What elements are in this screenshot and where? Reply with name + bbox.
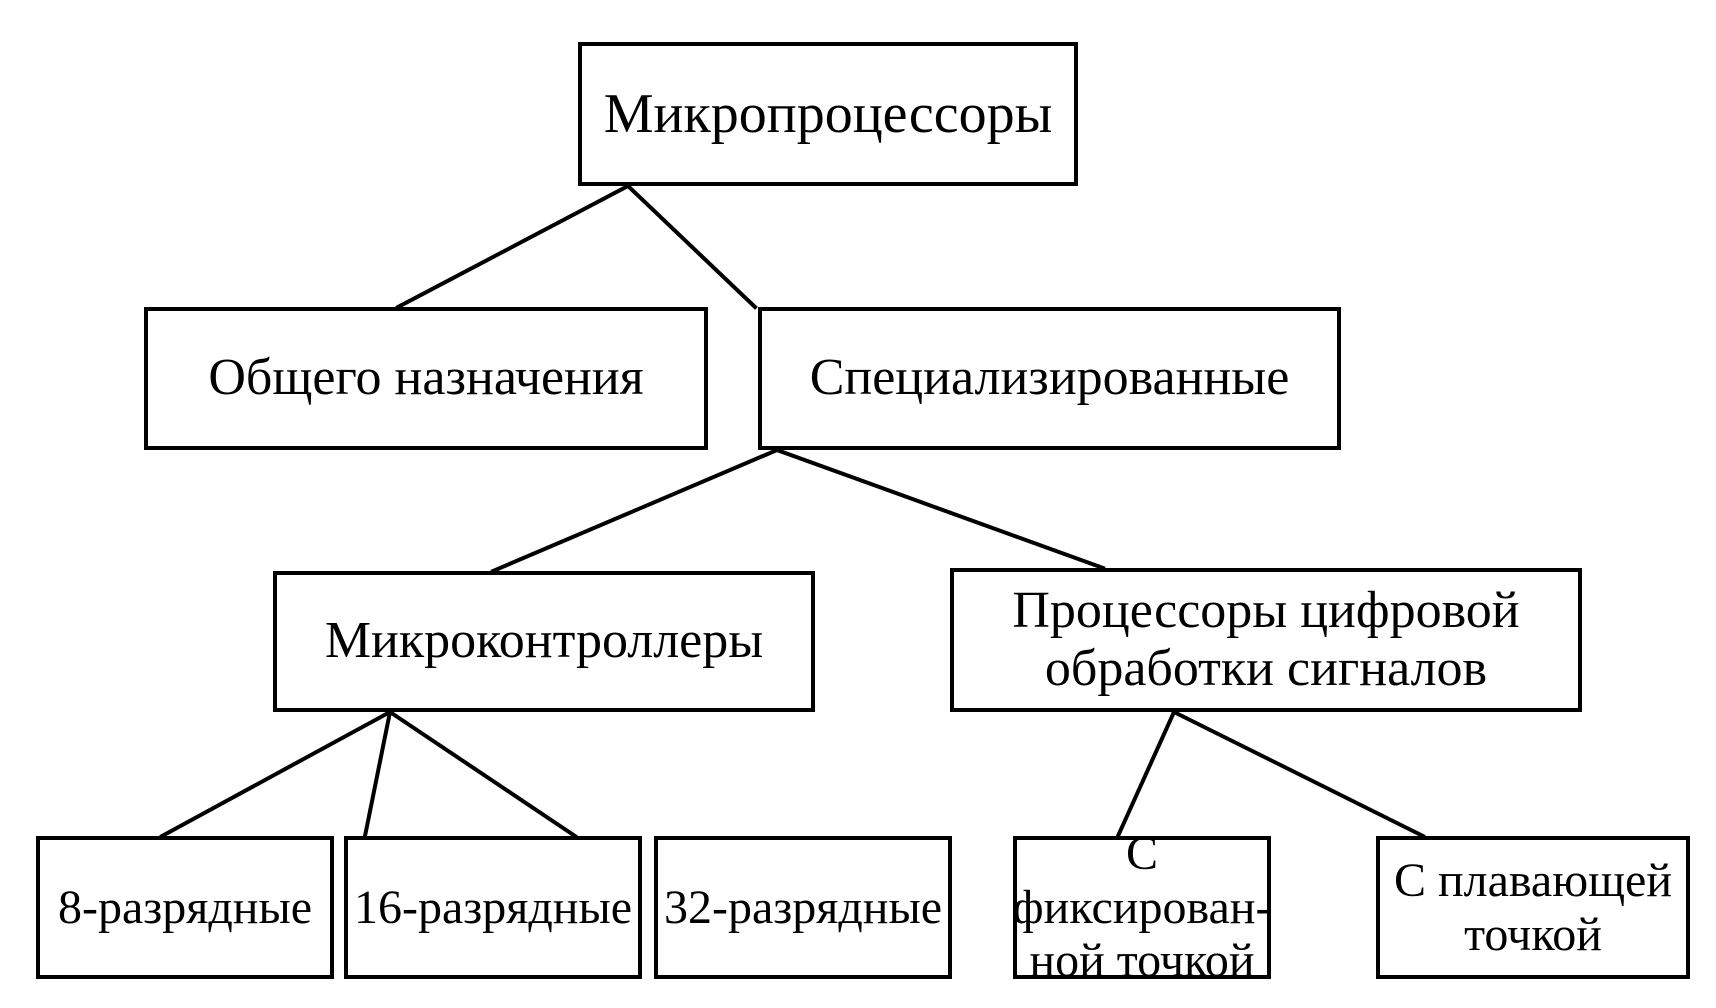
node-label: С плавающей точкой [1393, 853, 1673, 961]
edge-dsp-to-dsp_floating_point [1171, 709, 1426, 839]
node-mcu-32bit[interactable]: 32-разрядные [654, 836, 952, 979]
edge-microcontrollers-to-mcu_16bit [362, 709, 393, 839]
edge-specialized-to-microcontrollers [490, 447, 780, 574]
node-label: Общего назначения [208, 349, 644, 407]
node-dsp-floating-point[interactable]: С плавающей точкой [1376, 836, 1690, 979]
edge-dsp-to-dsp_fixed_point [1115, 709, 1177, 839]
node-label: Микроконтроллеры [324, 612, 764, 670]
node-digital-signal-processors[interactable]: Процессоры цифровой обработки сигналов [950, 568, 1582, 712]
node-label: Специализированные [809, 349, 1290, 407]
node-label: 16-разрядные [354, 880, 632, 934]
node-dsp-fixed-point[interactable]: С фиксирован- ной точкой [1013, 827, 1272, 988]
node-label: 8-разрядные [58, 880, 312, 934]
node-mcu-8bit[interactable]: 8-разрядные [36, 836, 334, 979]
edge-microcontrollers-to-mcu_32bit [387, 709, 578, 839]
edge-microcontrollers-to-mcu_8bit [159, 709, 393, 839]
node-root-microprocessors[interactable]: Микропроцессоры [578, 42, 1078, 186]
edge-specialized-to-dsp [774, 447, 1106, 571]
node-microcontrollers[interactable]: Микроконтроллеры [273, 571, 815, 712]
node-mcu-16bit[interactable]: 16-разрядные [344, 836, 642, 979]
node-label: С фиксирован- ной точкой [1012, 826, 1272, 988]
edge-root-to-specialized [625, 183, 758, 310]
node-label: Процессоры цифровой обработки сигналов [1012, 581, 1520, 697]
node-label: 32-разрядные [664, 880, 942, 934]
edge-root-to-general_purpose [395, 183, 631, 310]
node-label: Микропроцессоры [603, 82, 1053, 145]
node-specialized[interactable]: Специализированные [758, 307, 1341, 450]
node-general-purpose[interactable]: Общего назначения [144, 307, 708, 450]
